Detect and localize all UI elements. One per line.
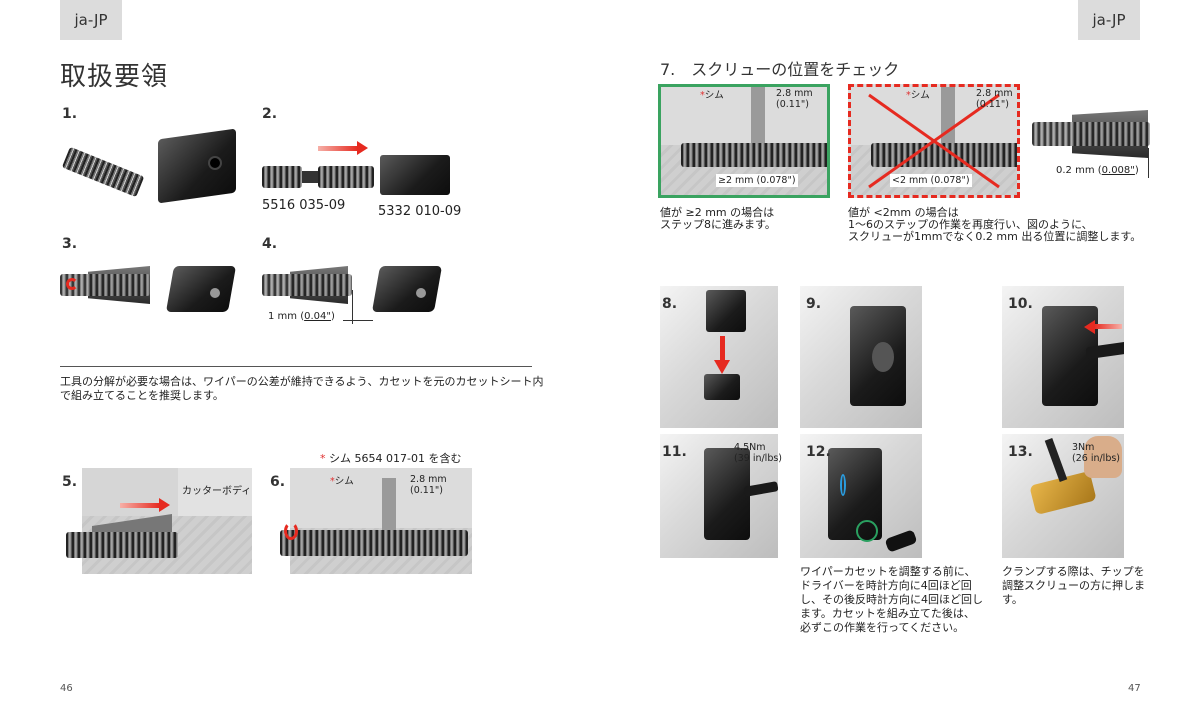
ng-shim-label: *シム [906, 90, 930, 101]
step-2-screw-image [262, 164, 376, 190]
step-8-image [660, 286, 778, 428]
part-number-cassette: 5332 010-09 [378, 204, 462, 219]
language-tab-right: ja-JP [1078, 0, 1140, 40]
step-3-cassette-image [165, 262, 237, 312]
ok-instruction: 値が ≥2 mm の場合はステップ8に進みます。 [660, 206, 776, 231]
protrusion-dim-line [1148, 148, 1149, 178]
page-number-right: 47 [1128, 683, 1141, 694]
dim-line-b [343, 320, 373, 321]
step-11-torque: 4.5Nm(39 in/lbs) [734, 442, 783, 464]
step-7-title: 7. スクリューの位置をチェック [660, 60, 900, 79]
step-8-number: 8. [662, 296, 678, 312]
step-10-number: 10. [1008, 296, 1033, 312]
dim-line-a [352, 290, 353, 324]
step-11-number: 11. [662, 444, 687, 460]
step-1-cassette-image [158, 126, 238, 204]
ok-gap-label: ≥2 mm (0.078") [716, 174, 798, 187]
step-13-torque: 3Nm(26 in/lbs) [1072, 442, 1121, 464]
cutter-body-label: カッターボディ [182, 486, 252, 497]
dim-1mm-label: 1 mm (0.04") [268, 311, 335, 322]
ng-gap-label: <2 mm (0.078") [890, 174, 972, 187]
step-2-arrow [318, 141, 368, 155]
ng-dimension: 2.8 mm(0.11") [976, 88, 1013, 110]
section-divider [60, 366, 532, 367]
step-4-number: 4. [262, 236, 278, 252]
step-12-caption: ワイパーカセットを調整する前に、ドライバーを時計方向に4回ほど回し、その後反時計… [800, 565, 983, 634]
step-1-screw-image [61, 138, 152, 198]
step-11-image [660, 434, 778, 558]
step-13-image [1002, 434, 1124, 558]
part-number-screw: 5516 035-09 [262, 198, 346, 213]
step-13-caption: クランプする際は、チップを調整スクリューの方に押します。 [1002, 565, 1145, 606]
shim-note: * シム 5654 017-01 を含む [320, 452, 462, 465]
step-10-image [1002, 286, 1124, 428]
step-2-cassette-image [380, 155, 450, 195]
reassembly-note: 工具の分解が必要な場合は、ワイパーの公差が維持できるよう、カセットを元のカセット… [60, 375, 544, 402]
page-number-left: 46 [60, 683, 73, 694]
step-1-number: 1. [62, 106, 78, 122]
step-13-number: 13. [1008, 444, 1033, 460]
step-12-number: 12. [806, 444, 831, 460]
step-6-number: 6. [270, 474, 286, 490]
step-9-image [800, 286, 922, 428]
step-5-screw [66, 532, 178, 558]
ng-cross-icon [868, 93, 1000, 189]
ok-shim-label: *シム [700, 90, 724, 101]
page-title: 取扱要領 [60, 62, 169, 92]
step-2-number: 2. [262, 106, 278, 122]
step-3-number: 3. [62, 236, 78, 252]
language-tab-left: ja-JP [60, 0, 122, 40]
step-4-assembly-image [262, 266, 354, 306]
step-5-arrow [120, 498, 170, 512]
step-6-rotate-icon [284, 522, 298, 540]
step-12-image [800, 434, 922, 558]
step-5-number: 5. [62, 474, 78, 490]
protrusion-image [1032, 110, 1152, 160]
step-3-assembly-image [60, 266, 152, 306]
protrusion-label: 0.2 mm (0.008") [1056, 165, 1139, 176]
step-6-dimension: 2.8 mm(0.11") [410, 474, 447, 496]
step-4-cassette-image [371, 262, 443, 312]
step-9-number: 9. [806, 296, 822, 312]
step-6-screw [280, 530, 468, 556]
ok-dimension: 2.8 mm(0.11") [776, 88, 813, 110]
step-5-image [82, 468, 252, 574]
step-6-shim-label: *シム [330, 476, 354, 487]
